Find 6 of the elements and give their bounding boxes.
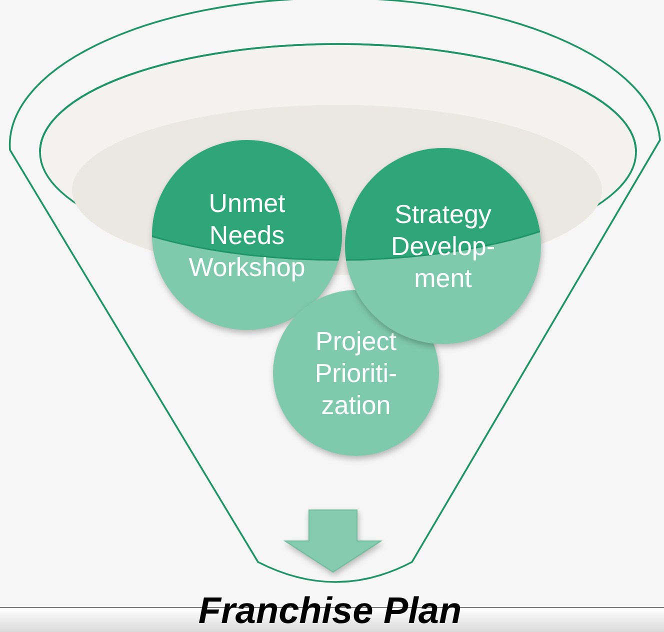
circle-label: Project Prioriti- zation <box>314 325 398 421</box>
circle-node <box>273 290 439 456</box>
circle-label: Strategy Develop- ment <box>390 198 496 294</box>
circle-label: Unmet Needs Workshop <box>188 187 306 283</box>
result-label: Franchise Plan <box>130 590 530 632</box>
down-arrow <box>283 510 383 573</box>
